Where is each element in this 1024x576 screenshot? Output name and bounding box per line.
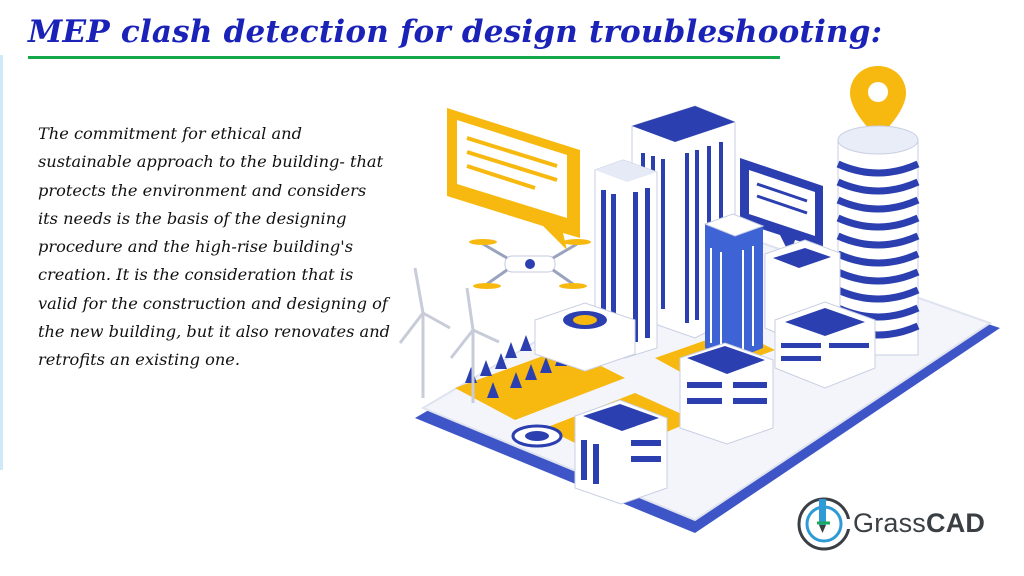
chat-bubble-yellow (447, 108, 580, 250)
right-building (774, 301, 876, 389)
fountain (511, 424, 563, 448)
grasscad-wordmark: GrassCAD (853, 508, 985, 539)
low-building-left (534, 302, 636, 372)
title-block: MEP clash detection for design troublesh… (28, 14, 883, 59)
smart-city-illustration (398, 66, 1000, 533)
glass-tower (703, 213, 765, 360)
title-underline (28, 56, 780, 59)
grasscad-logo-mark-icon (797, 497, 855, 551)
body-paragraph: The commitment for ethical and sustainab… (38, 124, 390, 370)
front-building-center (679, 342, 774, 445)
stepped-tower (594, 159, 658, 359)
wind-turbines (398, 267, 500, 403)
location-pin-icon (850, 66, 906, 138)
grasscad-logo: GrassCAD (795, 493, 1010, 555)
slide-title: MEP clash detection for design troublesh… (28, 14, 883, 50)
chat-bubble-blue (740, 158, 823, 255)
left-accent-rule (0, 55, 3, 470)
logo-text-grass: Grass (853, 508, 927, 538)
drone (469, 239, 591, 289)
front-building-left (574, 399, 668, 505)
logo-text-cad: CAD (926, 508, 986, 538)
